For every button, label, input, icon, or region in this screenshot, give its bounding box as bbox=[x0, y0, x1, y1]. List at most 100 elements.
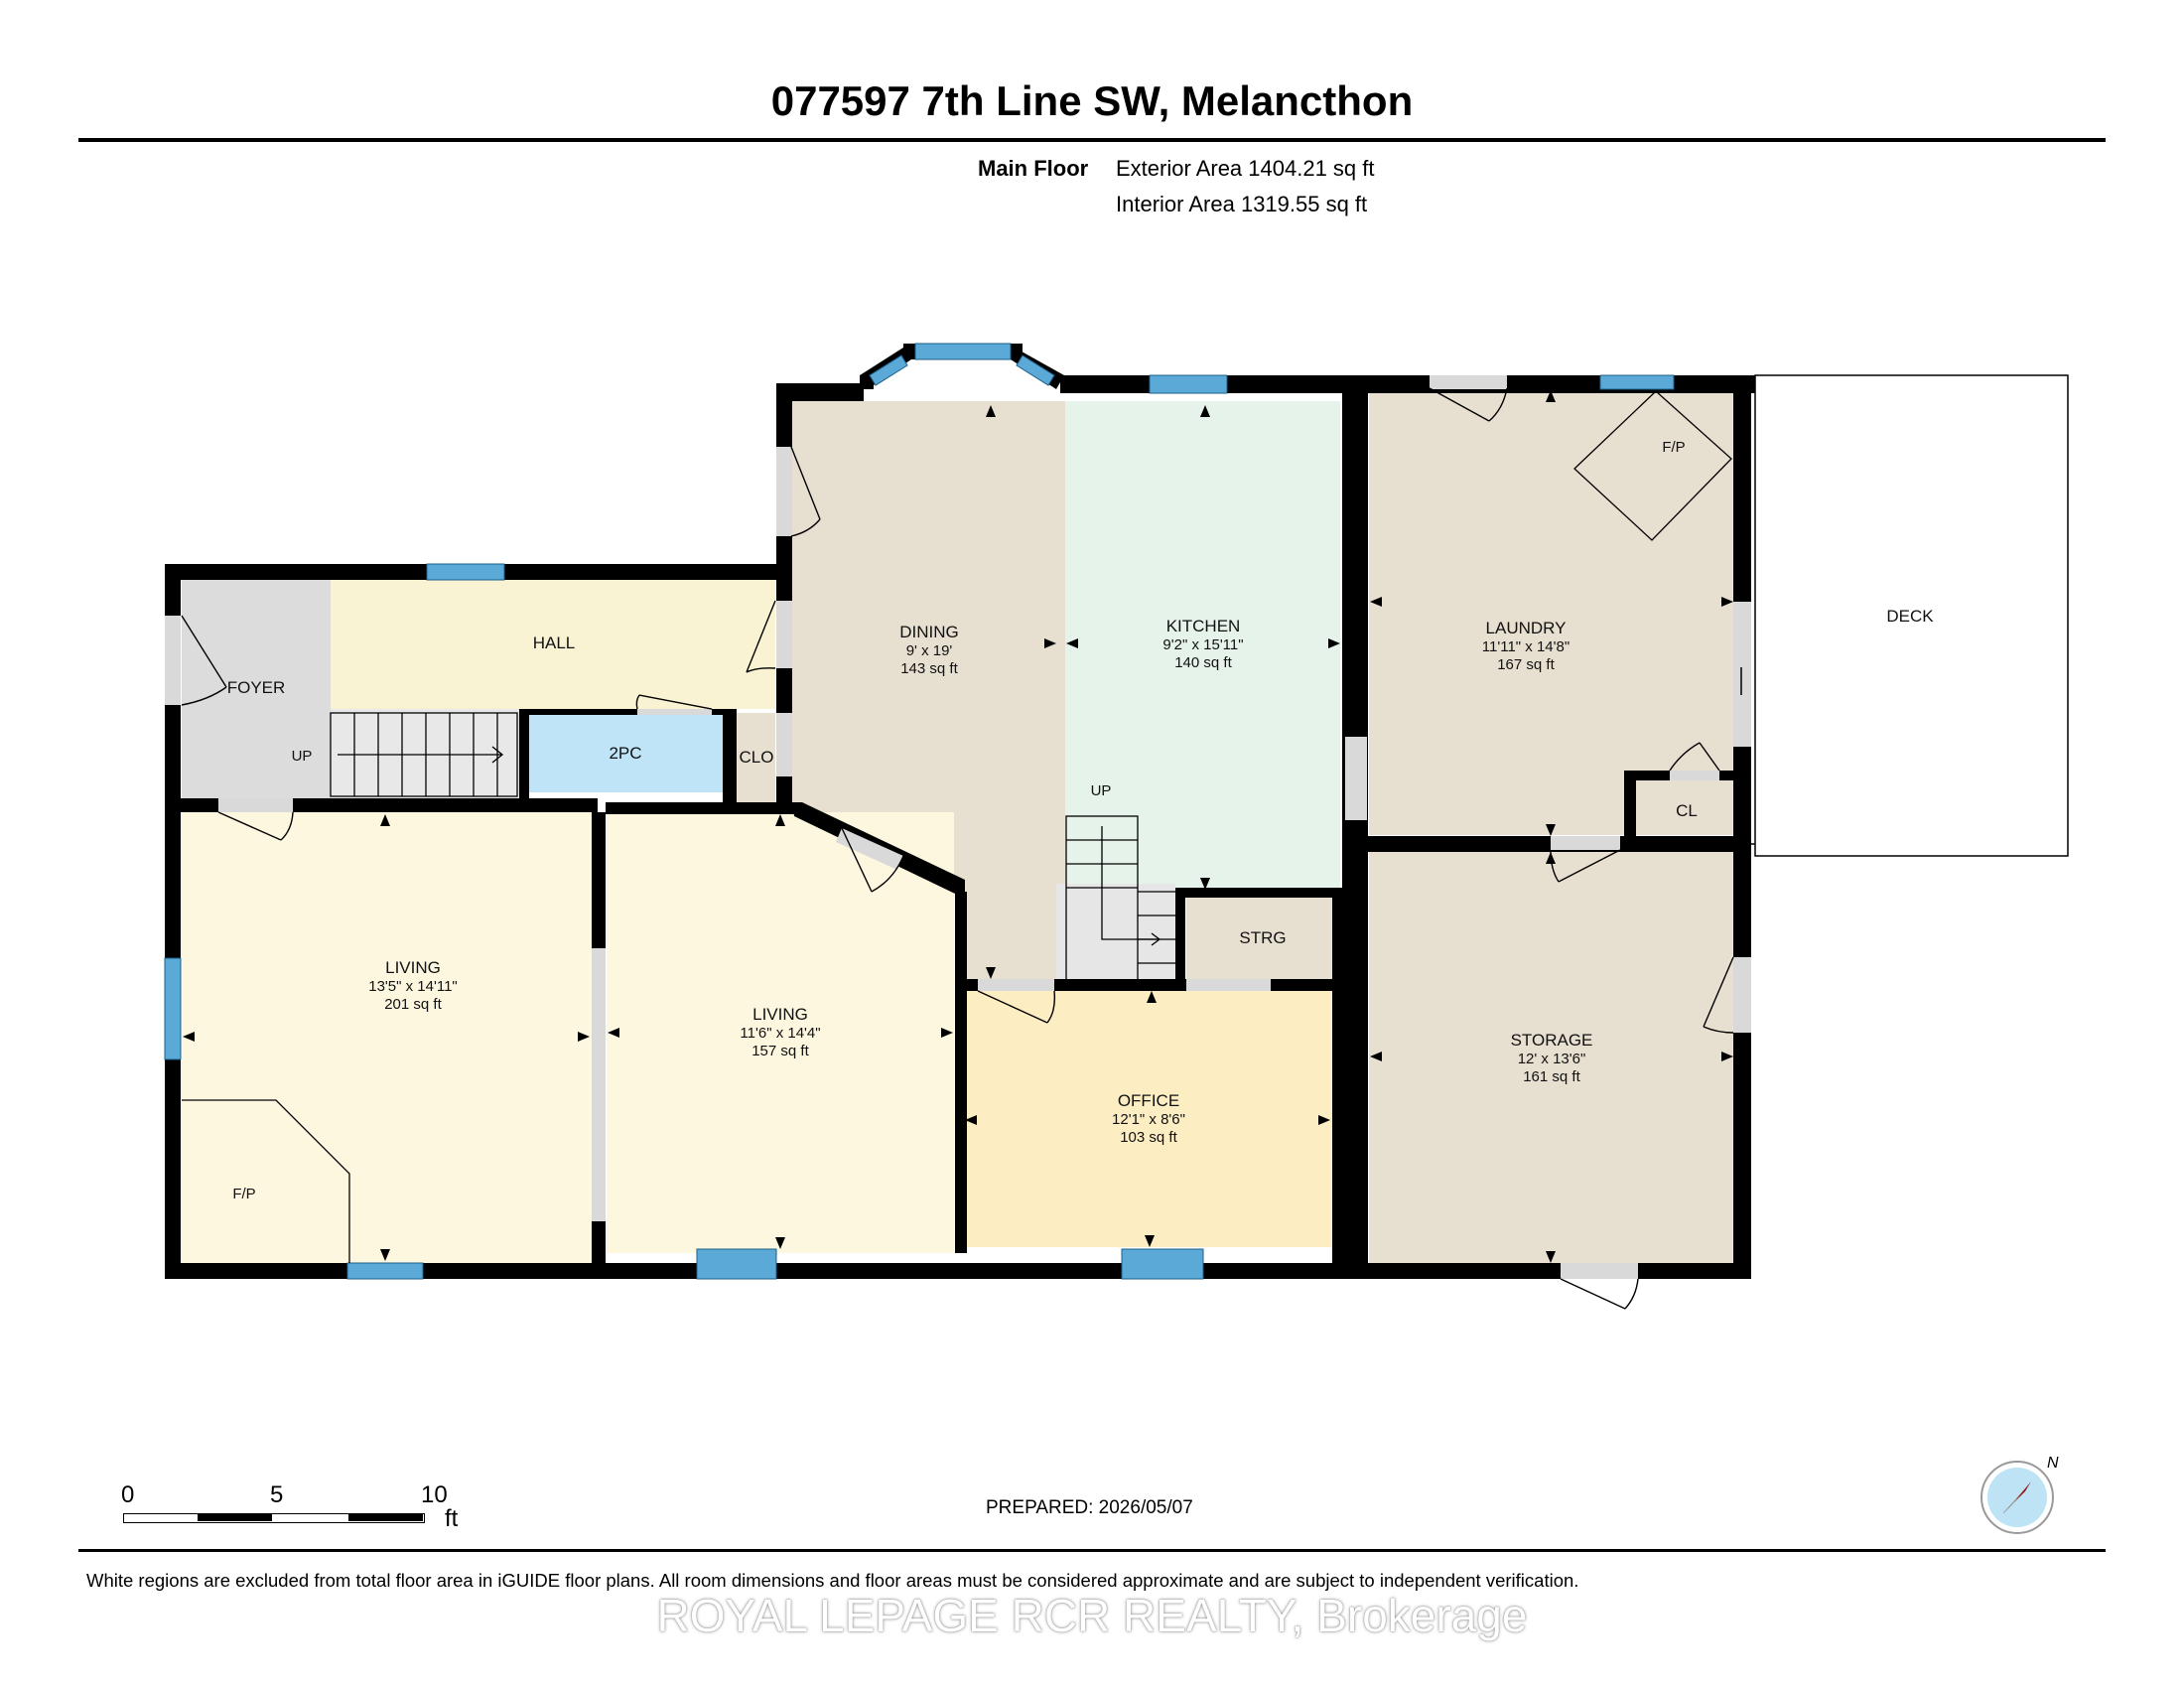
room-strg bbox=[1186, 896, 1340, 979]
room-label-strg: STRG bbox=[1239, 928, 1286, 947]
door-opening bbox=[1733, 602, 1751, 747]
stairs-kitchen bbox=[1065, 815, 1175, 984]
wall bbox=[1733, 375, 1751, 1277]
door-openings bbox=[165, 375, 1751, 1279]
room-area-living-center: 157 sq ft bbox=[751, 1043, 809, 1059]
door-opening bbox=[1561, 1263, 1638, 1279]
scale-tick-5: 5 bbox=[270, 1481, 284, 1508]
door-opening bbox=[637, 709, 712, 715]
wall bbox=[606, 802, 794, 814]
room-storage bbox=[1369, 852, 1733, 1263]
window bbox=[1599, 374, 1675, 390]
window bbox=[426, 563, 505, 581]
wall bbox=[1368, 1263, 1751, 1279]
door-opening bbox=[218, 798, 293, 812]
door-swing bbox=[635, 694, 713, 710]
deck-outline bbox=[1754, 374, 2069, 857]
wall bbox=[1060, 375, 1755, 393]
door-opening bbox=[776, 601, 792, 668]
wall bbox=[1342, 389, 1368, 1269]
floor-name: Main Floor bbox=[978, 156, 1089, 181]
scale-segment bbox=[198, 1514, 272, 1521]
door-opening bbox=[1430, 375, 1507, 389]
door-opening bbox=[978, 979, 1054, 991]
room-laundry bbox=[1369, 388, 1733, 835]
fireplace-label-laundry: F/P bbox=[1662, 439, 1685, 456]
window bbox=[696, 1248, 777, 1280]
door-swing bbox=[1669, 742, 1720, 772]
door-opening bbox=[1733, 957, 1751, 1033]
scale-bar-frame bbox=[123, 1513, 425, 1523]
disclaimer: White regions are excluded from total fl… bbox=[86, 1570, 1579, 1591]
room-area-dining: 143 sq ft bbox=[900, 660, 958, 677]
door-swing bbox=[790, 446, 821, 537]
window bbox=[164, 957, 182, 1060]
room-label-living-center: LIVING bbox=[752, 1005, 808, 1024]
door-swing bbox=[977, 990, 1056, 1024]
room-clo bbox=[737, 713, 775, 802]
wall bbox=[165, 564, 181, 1277]
wall bbox=[955, 892, 967, 1253]
room-label-laundry: LAUNDRY bbox=[1486, 619, 1567, 637]
wall bbox=[1175, 888, 1346, 898]
room-dims-living-left: 13'5" x 14'11" bbox=[368, 978, 458, 995]
scale-tick-0: 0 bbox=[121, 1481, 135, 1508]
title-divider bbox=[78, 138, 2106, 142]
room-2pc bbox=[528, 713, 723, 792]
room-dims-office: 12'1" x 8'6" bbox=[1112, 1111, 1185, 1128]
footer-divider bbox=[78, 1549, 2106, 1552]
dimension-arrows bbox=[183, 390, 1733, 1263]
stairs-kitchen-floor bbox=[1056, 884, 1175, 981]
wall bbox=[519, 709, 728, 715]
deck-divider bbox=[1740, 667, 1755, 845]
wall bbox=[1624, 771, 1636, 850]
room-dims-dining: 9' x 19' bbox=[906, 642, 953, 659]
window-bay bbox=[1016, 354, 1055, 386]
door-opening bbox=[776, 447, 792, 536]
room-foyer bbox=[182, 580, 331, 798]
room-area-laundry: 167 sq ft bbox=[1497, 656, 1555, 673]
room-label-living-left: LIVING bbox=[385, 958, 441, 977]
wall bbox=[519, 709, 529, 798]
room-area-kitchen: 140 sq ft bbox=[1174, 654, 1232, 671]
room-dims-storage: 12' x 13'6" bbox=[1518, 1051, 1586, 1067]
door-opening bbox=[776, 713, 792, 776]
room-label-clo: CLO bbox=[740, 748, 774, 767]
stairs-foyer-floor bbox=[331, 709, 519, 798]
room-label-hall: HALL bbox=[533, 633, 576, 652]
room-area-living-left: 201 sq ft bbox=[384, 996, 442, 1013]
room-dims-living-center: 11'6" x 14'4" bbox=[740, 1025, 820, 1042]
door-opening bbox=[1670, 771, 1719, 780]
room-fills bbox=[182, 388, 1734, 1263]
scale-segment bbox=[348, 1514, 423, 1521]
window bbox=[1121, 1248, 1204, 1280]
room-label-office: OFFICE bbox=[1118, 1091, 1179, 1110]
room-dims-laundry: 11'11" x 14'8" bbox=[1482, 638, 1570, 655]
wall bbox=[776, 383, 864, 401]
room-label-storage: STORAGE bbox=[1511, 1031, 1593, 1050]
scale-unit: ft bbox=[445, 1505, 459, 1532]
room-office bbox=[963, 991, 1332, 1247]
door-swing bbox=[181, 615, 227, 706]
compass-icon: N bbox=[1980, 1455, 2059, 1534]
room-label-kitchen: KITCHEN bbox=[1166, 617, 1241, 635]
brokerage-watermark: ROYAL LEPAGE RCR REALTY, Brokerage bbox=[656, 1590, 1528, 1641]
room-area-storage: 161 sq ft bbox=[1523, 1068, 1580, 1085]
fireplace-label-living: F/P bbox=[232, 1186, 255, 1202]
room-labels: FOYER HALL 2PC CLO DINING 9' x 19' 143 s… bbox=[227, 439, 1935, 1202]
door-opening bbox=[1186, 979, 1271, 991]
prepared-date: PREPARED: 2026/05/07 bbox=[986, 1497, 1193, 1518]
room-hall bbox=[331, 580, 775, 709]
stairs-foyer bbox=[330, 712, 518, 797]
door-swing bbox=[841, 827, 904, 893]
compass: N bbox=[1976, 1448, 2065, 1542]
door-swing bbox=[217, 811, 294, 841]
window bbox=[1149, 374, 1228, 394]
window-bay bbox=[869, 354, 908, 386]
stairs-label-kitchen: UP bbox=[1091, 782, 1112, 799]
wall bbox=[1175, 888, 1185, 979]
windows bbox=[164, 343, 1675, 1280]
room-label-deck: DECK bbox=[1886, 607, 1934, 626]
room-area-office: 103 sq ft bbox=[1120, 1129, 1177, 1146]
